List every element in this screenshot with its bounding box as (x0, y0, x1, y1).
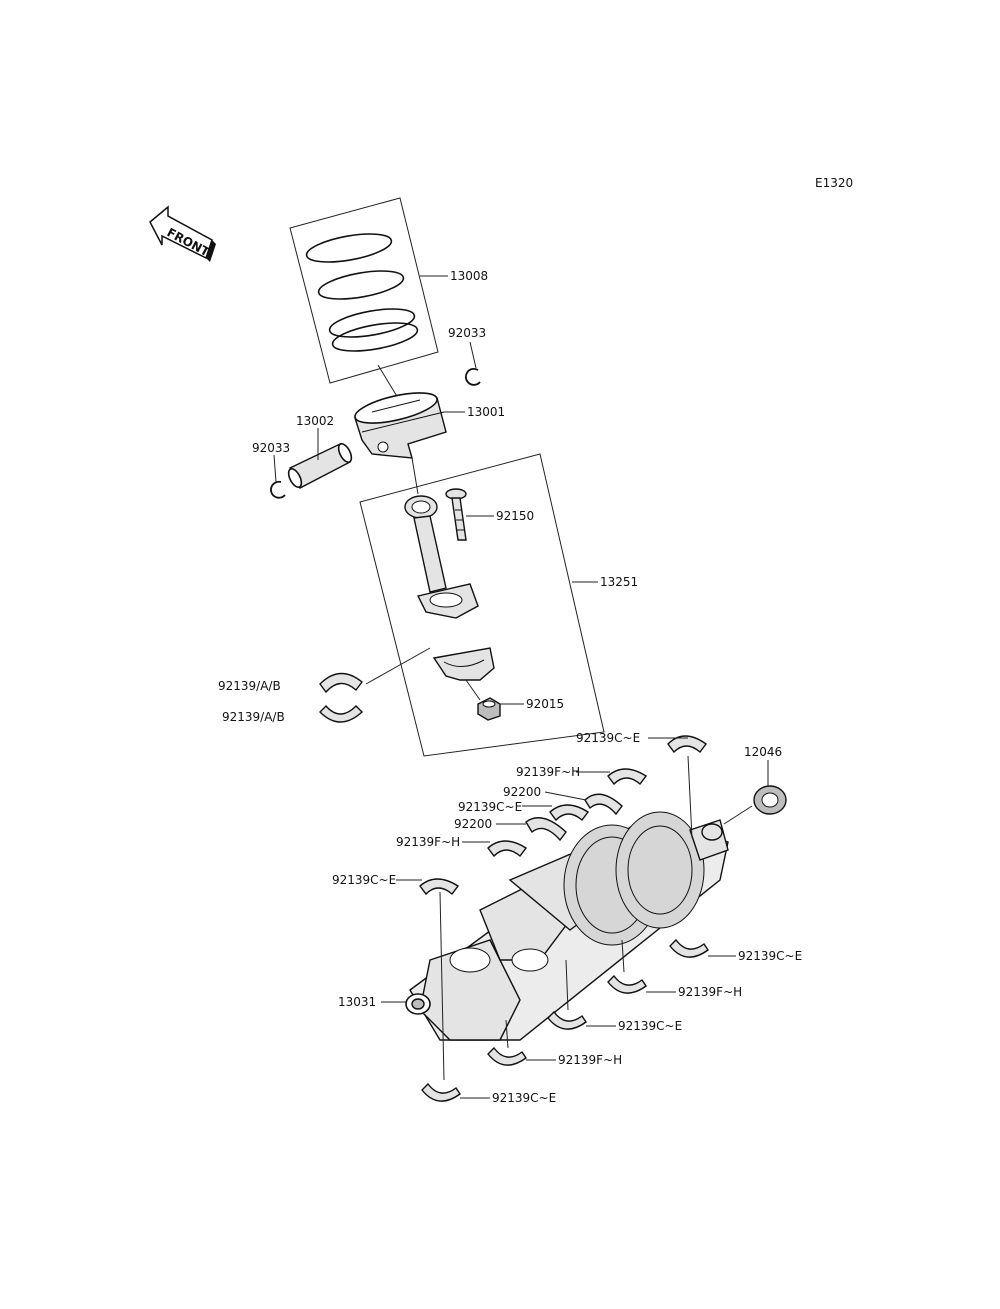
label-needle-bearing: 12046 (744, 745, 782, 759)
label-piston-rings: 13008 (450, 269, 488, 283)
label-main-bearing-bottom-1: 92139C~E (738, 949, 802, 963)
label-main-bearing-bottom-5: 92139C~E (492, 1091, 556, 1105)
main-bearing-bottom-2 (607, 974, 647, 994)
crankshaft (405, 811, 729, 1041)
diagram-code: E1320 (815, 176, 853, 190)
thrust-washer-1 (584, 793, 623, 816)
conrod-bearing-upper (319, 672, 363, 694)
label-main-bearing-top-1: 92139C~E (576, 731, 640, 745)
piston-pin (287, 443, 353, 489)
main-bearing-bottom-4 (487, 1046, 527, 1066)
main-bearing-top-5 (419, 878, 460, 896)
label-main-bearing-bottom-3: 92139C~E (618, 1019, 682, 1033)
piston (354, 392, 447, 459)
label-conrod-nut: 92015 (526, 697, 564, 711)
conrod-cap (432, 647, 495, 681)
thrust-washer-2 (525, 817, 567, 842)
main-bearing-top-3 (549, 804, 590, 822)
front-arrow-icon: FRONT (149, 205, 216, 262)
main-bearing-bottom-1 (669, 938, 709, 958)
conrod-bearing-lower (319, 704, 364, 723)
label-circlip-right: 92033 (448, 326, 486, 340)
conrod-nut (477, 697, 501, 721)
label-main-bearing-top-4: 92139F~H (396, 835, 460, 849)
label-main-bearing-bottom-4: 92139F~H (558, 1053, 622, 1067)
label-conrod-bearing-lower: 92139/A/B (222, 710, 285, 724)
piston-rings-box (289, 197, 439, 384)
main-bearing-top-2 (607, 768, 648, 786)
label-main-bearing-top-2: 92139F~H (516, 765, 580, 779)
circlip-right (465, 367, 481, 386)
label-main-bearing-top-3: 92139C~E (458, 800, 522, 814)
label-circlip-left: 92033 (252, 441, 290, 455)
main-bearing-top-1 (667, 735, 707, 754)
label-piston: 13001 (467, 405, 505, 419)
connecting-rod-box (359, 453, 605, 757)
label-piston-pin: 13002 (296, 414, 334, 428)
piston-rings (305, 233, 419, 352)
label-main-bearing-bottom-2: 92139F~H (678, 985, 742, 999)
main-bearing-bottom-3 (547, 1010, 587, 1030)
label-thrust-washer-2: 92200 (454, 817, 492, 831)
connecting-rod (404, 495, 479, 619)
circlip-left (270, 480, 286, 499)
main-bearing-top-4 (487, 840, 528, 858)
label-connecting-rod: 13251 (600, 575, 638, 589)
conrod-bolt (445, 488, 467, 541)
main-bearing-bottom-5 (421, 1082, 461, 1102)
needle-bearing (753, 785, 787, 815)
label-conrod-bolt: 92150 (496, 509, 534, 523)
label-thrust-washer-1: 92200 (503, 785, 541, 799)
label-conrod-bearing-upper: 92139/A/B (218, 679, 281, 693)
label-main-bearing-top-5: 92139C~E (332, 873, 396, 887)
label-crankshaft: 13031 (338, 995, 376, 1009)
